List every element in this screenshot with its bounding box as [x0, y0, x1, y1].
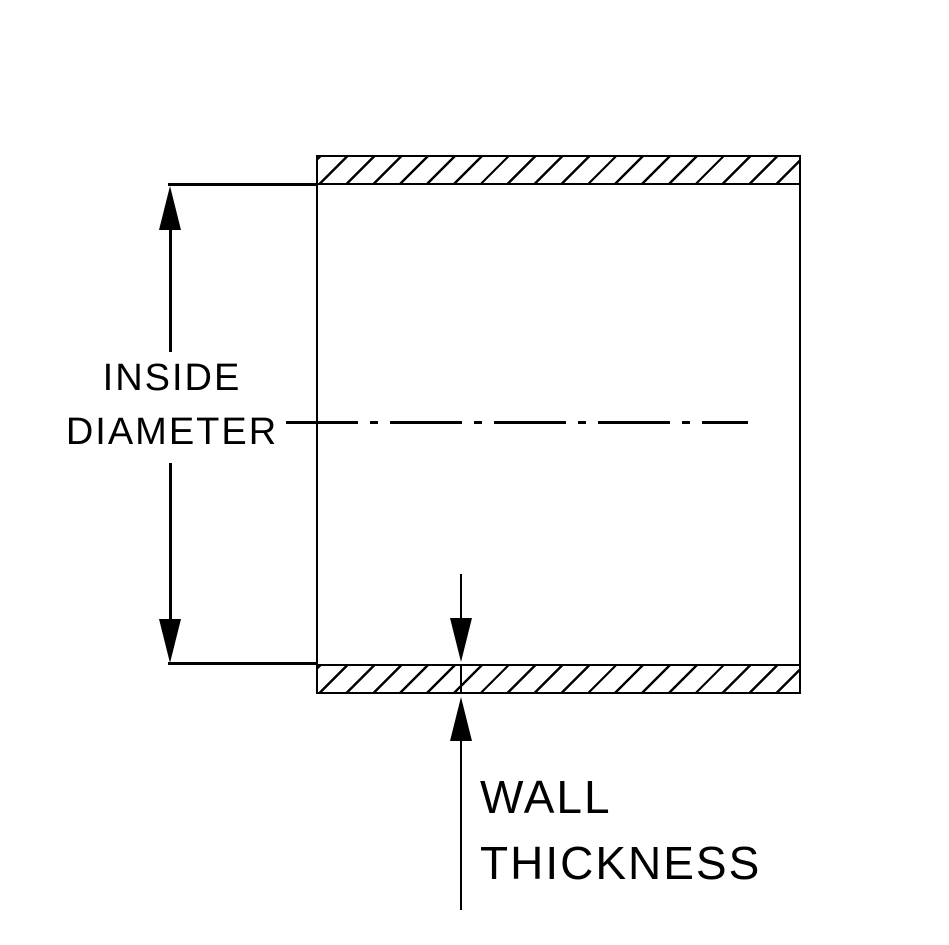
wall-thickness-leader-lower [459, 737, 462, 910]
tube-cross-section-outline [316, 155, 801, 694]
extension-line-bottom [168, 662, 316, 665]
wall-thickness-leader-upper [459, 574, 462, 624]
inside-diameter-arrow-down [159, 619, 181, 663]
inside-diameter-dimension-line-lower [169, 463, 172, 621]
inside-diameter-label-line2: DIAMETER [65, 411, 279, 453]
wall-thickness-arrow-up [450, 697, 472, 741]
inside-diameter-dimension-line-upper [169, 225, 172, 352]
wall-thickness-label-line2: THICKNESS [480, 837, 762, 889]
extension-line-top [168, 183, 316, 186]
wall-thickness-leader-through-wall [459, 666, 462, 692]
tube-wall-top-hatch [318, 157, 799, 185]
centerline [286, 421, 748, 424]
inside-diameter-arrow-up [159, 186, 181, 230]
wall-thickness-arrow-down [450, 618, 472, 662]
inside-diameter-label-line1: INSIDE [102, 357, 242, 399]
tube-wall-bottom-hatch [318, 664, 799, 692]
wall-thickness-label-line1: WALL [480, 771, 612, 823]
